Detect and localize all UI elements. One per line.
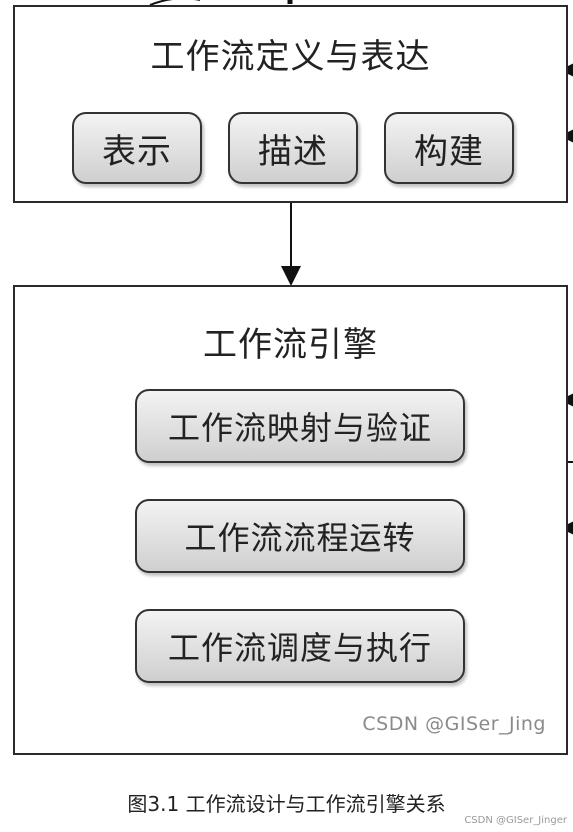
watermark: CSDN @GISer_Jing (362, 713, 546, 735)
step-mapping-validation: 工作流映射与验证 (135, 389, 465, 463)
step-scheduling-execution: 工作流调度与执行 (135, 609, 465, 683)
engine-block-title: 工作流引擎 (203, 325, 378, 365)
item-description: 描述 (228, 112, 358, 184)
figure-caption: 图3.1 工作流设计与工作流引擎关系 (127, 792, 446, 816)
item-representation: 表示 (72, 112, 202, 184)
definition-block: 工作流定义与表达 表示 描述 构建 (13, 5, 568, 203)
definition-block-title: 工作流定义与表达 (150, 37, 431, 77)
step-process-running: 工作流流程运转 (135, 499, 465, 573)
item-construction: 构建 (384, 112, 514, 184)
top-incoming-curve (149, 0, 200, 6)
credit-text: CSDN @GISer_Jinger (464, 815, 567, 826)
engine-block: 工作流引擎 工作流映射与验证 工作流流程运转 工作流调度与执行 CSDN @GI… (13, 285, 568, 755)
